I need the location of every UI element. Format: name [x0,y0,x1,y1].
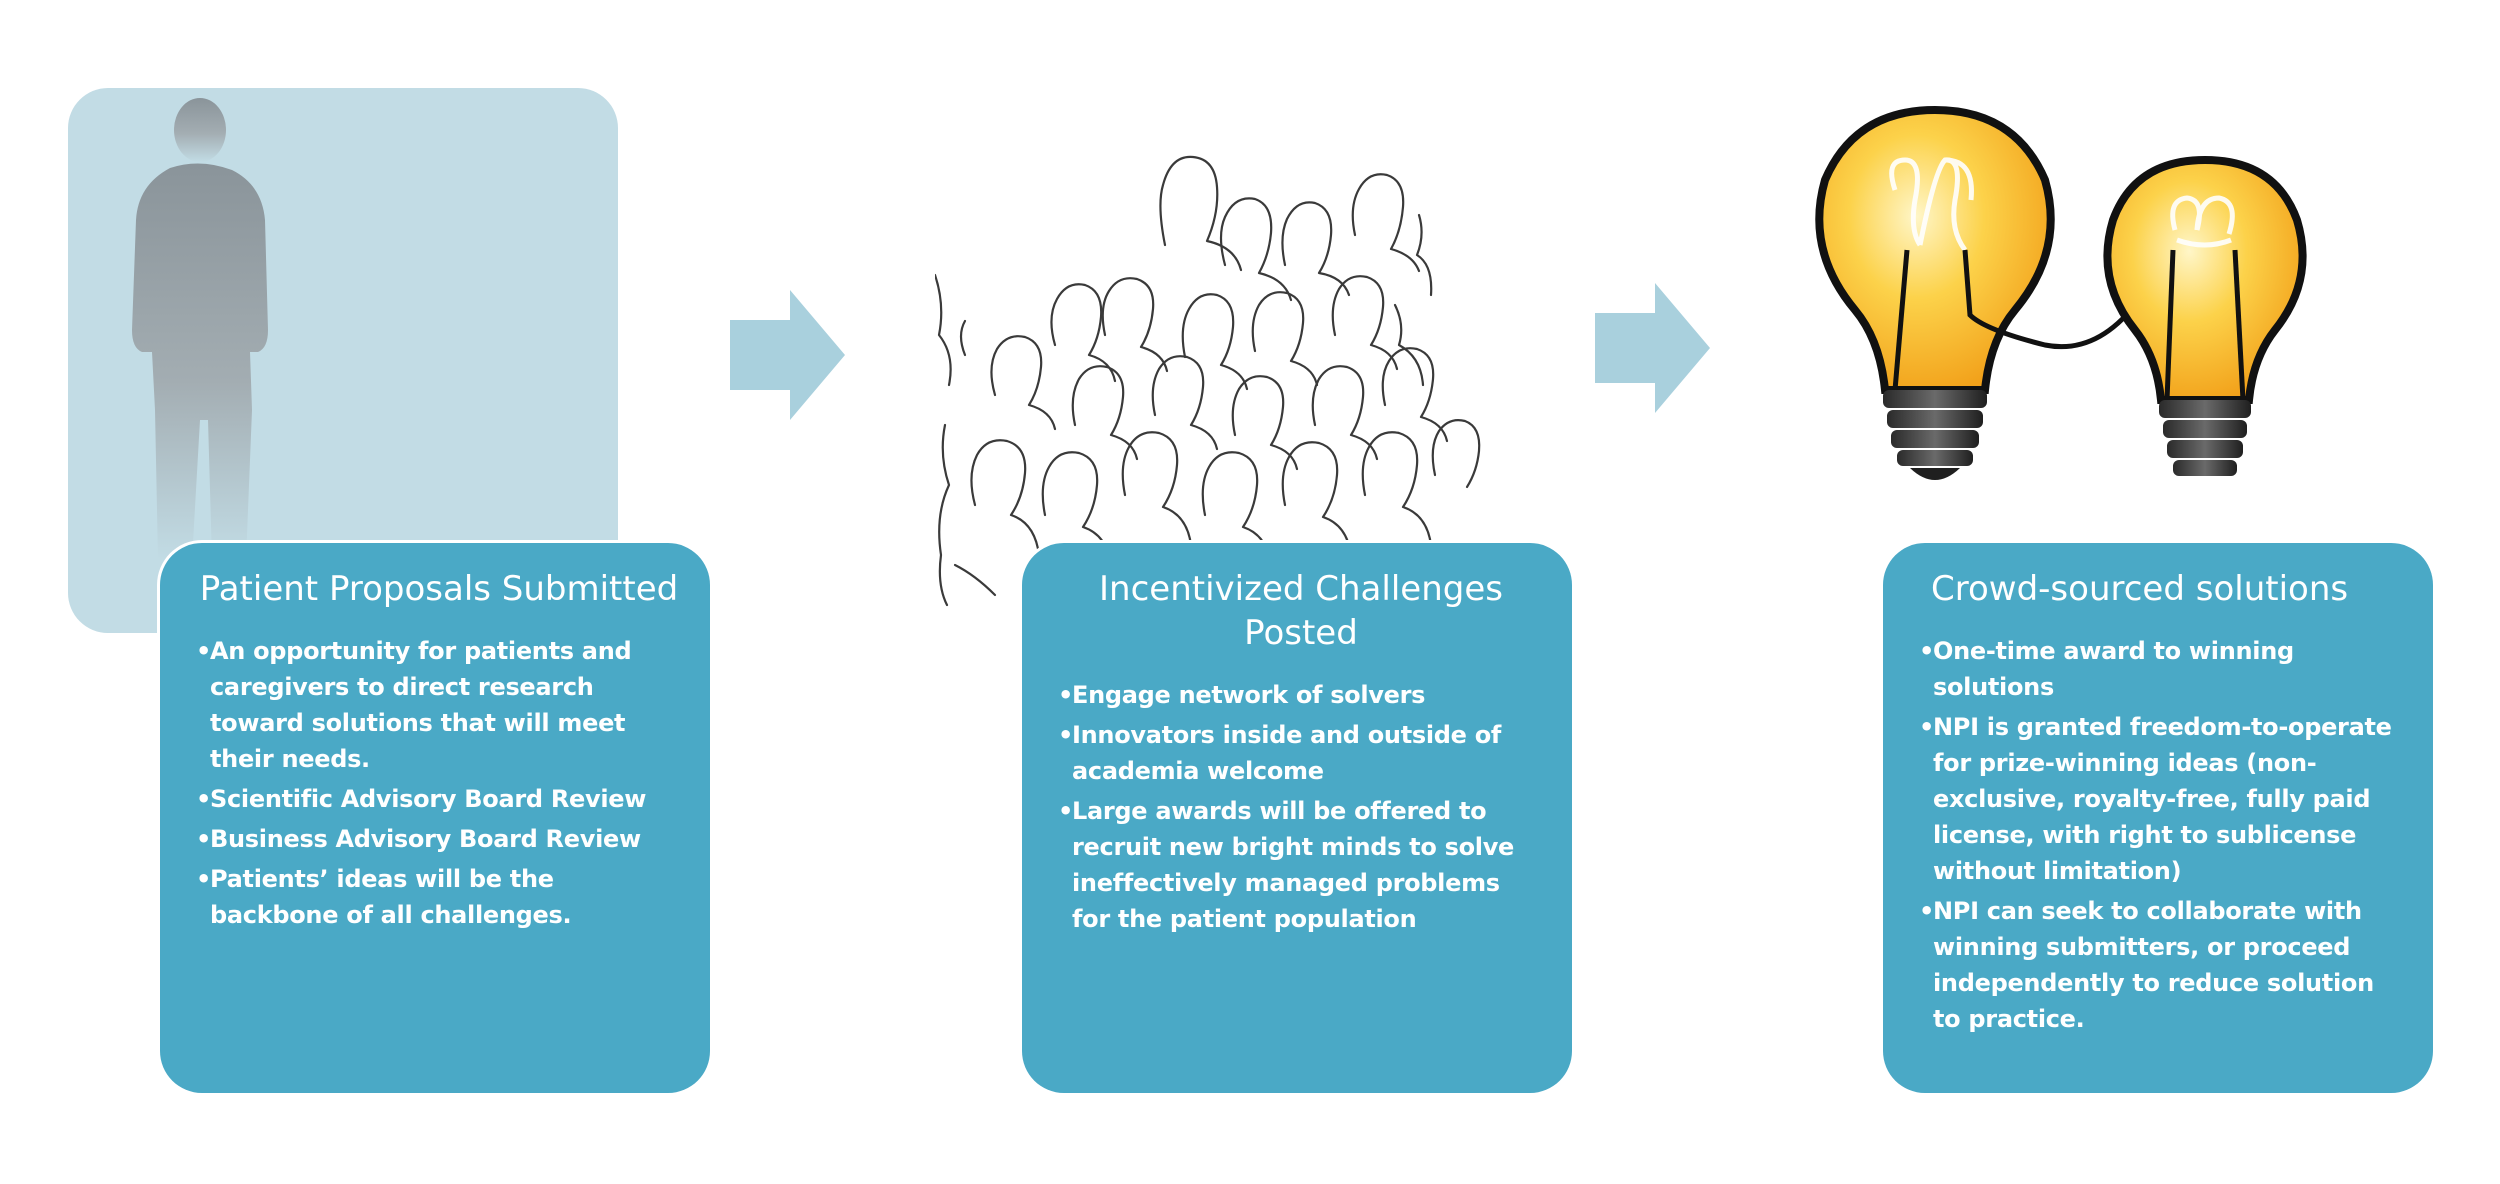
stage-title: Patient Proposals Submitted [199,569,679,609]
stage-bullet: Engage network of solvers [1058,677,1544,713]
stage-bullet: Large awards will be offered to recruit … [1058,793,1544,937]
stage-title: Crowd-sourced solutions [1931,569,2349,609]
stage-bullet: Scientific Advisory Board Review [196,781,682,817]
stage-box-crowd-sourced-solutions: Crowd-sourced solutions One-time award t… [1883,543,2433,1093]
stage-title: Incentivized Challenges Posted [1099,569,1503,653]
stage-bullet: NPI is granted freedom-to-operate for pr… [1919,709,2405,889]
stage-bullet: One-time award to winning solutions [1919,633,2405,705]
stage-box-patient-proposals: Patient Proposals Submitted An opportuni… [160,543,710,1093]
stage-bullet: Business Advisory Board Review [196,821,682,857]
light-bulbs-icon [1815,105,2307,480]
stage-bullet: An opportunity for patients and caregive… [196,633,682,777]
arrow-right-icon [1595,283,1710,413]
stage-bullet: NPI can seek to collaborate with winning… [1919,893,2405,1037]
crowd-outline-icon [935,155,1481,607]
stage-bullet-list: One-time award to winning solutions NPI … [1919,633,2405,1037]
stage-bullet-list: Engage network of solvers Innovators ins… [1058,677,1544,937]
stage-bullet: Patients’ ideas will be the backbone of … [196,861,682,933]
arrow-right-icon [730,290,845,420]
stage-box-incentivized-challenges: Incentivized Challenges Posted Engage ne… [1022,543,1572,1093]
stage-bullet-list: An opportunity for patients and caregive… [196,633,682,933]
stage-bullet: Innovators inside and outside of academi… [1058,717,1544,789]
person-silhouette-icon [132,98,268,560]
